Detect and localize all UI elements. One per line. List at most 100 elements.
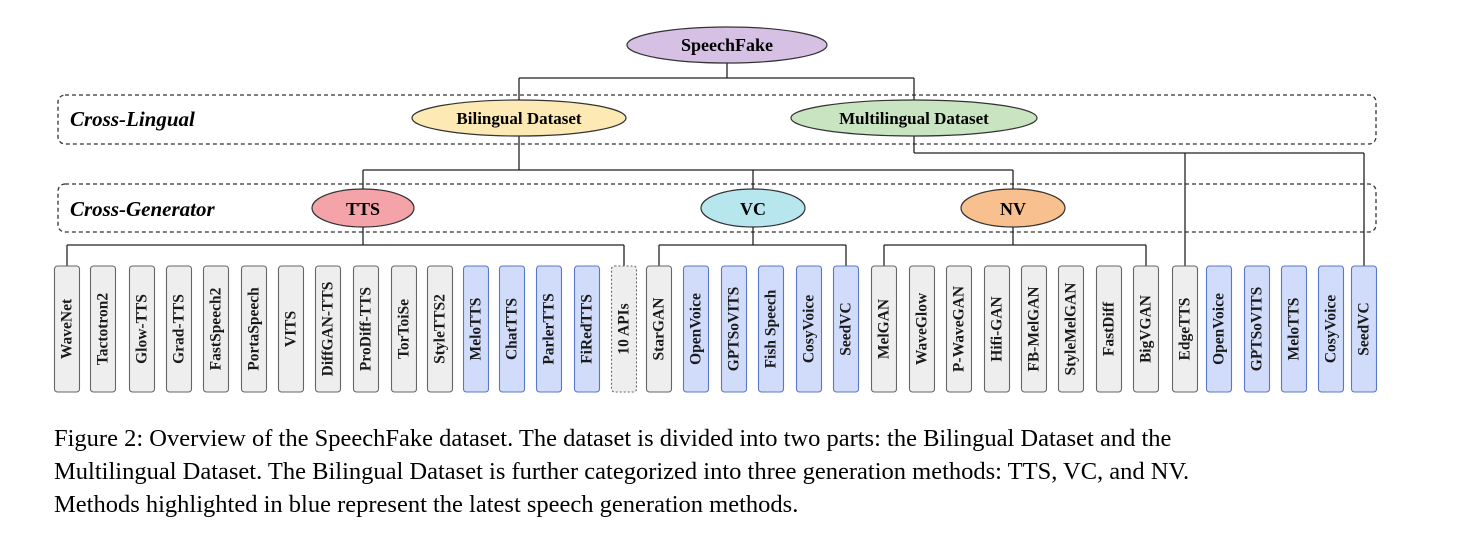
nv-method-box: WaveGlow [908, 265, 936, 393]
method-label: CosyVoice [1323, 295, 1340, 363]
method-label: Fish Speech [763, 289, 780, 368]
nv-method-box: FB-MelGAN [1020, 265, 1048, 393]
tts-method-box: ChatTTS [498, 265, 526, 393]
method-box-rect [1132, 265, 1160, 393]
nv-ellipse [960, 188, 1066, 228]
caption-line-2: Multilingual Dataset. The Bilingual Data… [54, 458, 1190, 485]
tts-method-box: WaveNet [53, 265, 81, 393]
method-box-rect [795, 265, 823, 393]
multilingual-method-box: GPTSoVITS [1243, 265, 1271, 393]
method-box-rect [945, 265, 973, 393]
diagram-canvas: Cross-Lingual Cross-Generator WaveNet Tac… [53, 26, 1378, 393]
method-label: Hifi-GAN [989, 296, 1006, 361]
method-label: SeedVC [838, 302, 855, 355]
method-label: FiRedTTS [579, 294, 596, 364]
method-box-rect [1350, 265, 1378, 393]
nv-method-box: StyleMelGAN [1057, 265, 1085, 393]
method-label: EdgeTTS [1177, 298, 1194, 361]
method-label: ProDiff-TTS [358, 287, 375, 371]
method-box-rect [1020, 265, 1048, 393]
tts-method-box: Glow-TTS [128, 265, 156, 393]
method-label: Glow-TTS [134, 294, 151, 364]
method-box-rect [720, 265, 748, 393]
method-label: WaveNet [59, 298, 76, 359]
root-node: SpeechFake [626, 26, 828, 64]
bilingual-node: Bilingual Dataset [411, 99, 627, 137]
method-label: PortaSpeech [246, 287, 263, 371]
method-label: WaveGlow [914, 292, 931, 365]
method-box-rect [983, 265, 1011, 393]
multilingual-method-box: MeloTTS [1280, 265, 1308, 393]
tts-method-box: Tactotron2 [89, 265, 117, 393]
method-box-rect [1095, 265, 1123, 393]
vc-method-box: SeedVC [832, 265, 860, 393]
method-label: GPTSoVITS [1249, 287, 1266, 371]
method-label: TorToiSe [396, 299, 413, 359]
nv-method-box: Hifi-GAN [983, 265, 1011, 393]
method-box-rect [277, 265, 305, 393]
tts-method-box: MeloTTS [462, 265, 490, 393]
cross-lingual-box [57, 94, 1377, 145]
method-box-rect [240, 265, 268, 393]
method-box-rect [1205, 265, 1233, 393]
method-box-rect [610, 265, 638, 393]
method-box-rect [757, 265, 785, 393]
method-box-rect [535, 265, 563, 393]
tts-method-box: ParlerTTS [535, 265, 563, 393]
method-box-rect [498, 265, 526, 393]
method-label: Tactotron2 [95, 293, 112, 366]
multilingual-ellipse [790, 99, 1038, 137]
method-label: FB-MelGAN [1026, 286, 1043, 371]
method-label: CosyVoice [801, 295, 818, 363]
method-label: StarGAN [651, 298, 668, 361]
vc-method-box: OpenVoice [682, 265, 710, 393]
method-box-rect [314, 265, 342, 393]
overview-diagram: Cross-Lingual Cross-Generator WaveNet Tac… [53, 26, 1378, 393]
bilingual-label: Bilingual Dataset [456, 109, 581, 128]
method-label: MelGAN [876, 299, 893, 359]
tts-node: TTS [311, 188, 415, 228]
bilingual-ellipse [411, 99, 627, 137]
method-label: 10 APIs [616, 303, 633, 354]
method-label: P-WaveGAN [951, 286, 968, 372]
method-box-rect [832, 265, 860, 393]
method-label: FastDiff [1101, 301, 1118, 356]
figure-caption: Figure 2: Overview of the SpeechFake dat… [54, 422, 1434, 521]
method-box-rect [682, 265, 710, 393]
tts-method-box: TorToiSe [390, 265, 418, 393]
tree-nodes: SpeechFake Bilingual Dataset Multilingua… [311, 26, 1066, 228]
cross-generator-label: Cross-Generator [70, 197, 216, 221]
connectors [66, 63, 1365, 266]
method-box-rect [1317, 265, 1345, 393]
method-box-rect [1057, 265, 1085, 393]
method-box-rect [165, 265, 193, 393]
method-label: MeloTTS [1286, 298, 1303, 361]
caption-line-3: Methods highlighted in blue represent th… [54, 491, 799, 518]
method-box-rect [1171, 265, 1199, 393]
vc-label: VC [740, 199, 766, 219]
nv-method-box: FastDiff [1095, 265, 1123, 393]
vc-method-box: CosyVoice [795, 265, 823, 393]
root-ellipse [626, 26, 828, 64]
method-box-rect [1280, 265, 1308, 393]
method-label: ChatTTS [504, 298, 521, 360]
method-label: OpenVoice [1211, 293, 1228, 365]
nv-label: NV [1000, 199, 1026, 219]
cross-generator-box [57, 183, 1377, 233]
method-box-rect [426, 265, 454, 393]
tts-label: TTS [346, 199, 380, 219]
vc-method-box: Fish Speech [757, 265, 785, 393]
method-box-rect [645, 265, 673, 393]
method-label: StyleMelGAN [1063, 283, 1080, 376]
method-label: MeloTTS [468, 298, 485, 361]
multilingual-method-box: SeedVC [1350, 265, 1378, 393]
row-groups: Cross-Lingual Cross-Generator [57, 94, 1377, 233]
tts-method-box: 10 APIs [610, 265, 638, 393]
method-box-rect [128, 265, 156, 393]
method-label: VITS [283, 311, 300, 347]
method-box-rect [53, 265, 81, 393]
tts-method-box: FastSpeech2 [202, 265, 230, 393]
method-label: BigVGAN [1138, 295, 1155, 363]
cross-lingual-label: Cross-Lingual [70, 107, 195, 131]
tts-method-box: ProDiff-TTS [352, 265, 380, 393]
